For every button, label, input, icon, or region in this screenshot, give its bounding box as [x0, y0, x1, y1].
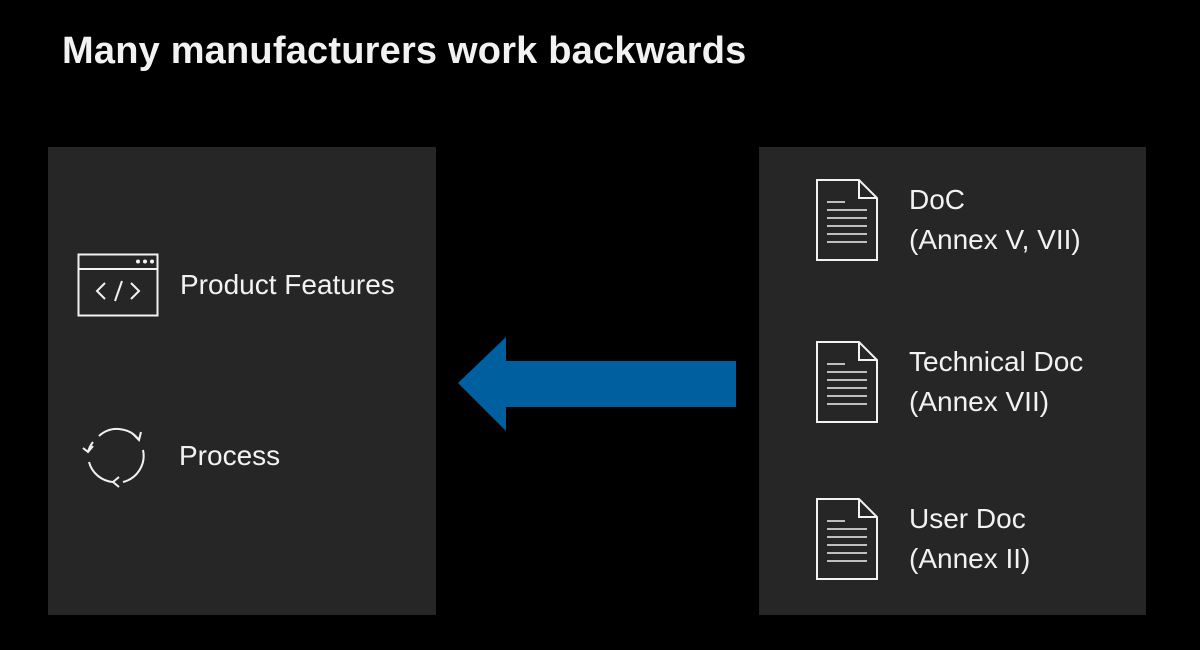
- document-icon: [816, 498, 878, 580]
- user-doc-label: User Doc (Annex II): [909, 499, 1030, 579]
- left-arrow-icon: [458, 337, 736, 431]
- product-features-item: Product Features: [77, 253, 395, 317]
- document-icon: [816, 341, 878, 423]
- doc-item-technical: Technical Doc (Annex VII): [815, 340, 1083, 424]
- technical-doc-label: Technical Doc (Annex VII): [909, 342, 1083, 422]
- cycle-arrows-icon: [82, 427, 145, 488]
- right-panel: DoC (Annex V, VII) Technical Doc (Annex …: [759, 147, 1146, 615]
- slide-title: Many manufacturers work backwards: [62, 30, 747, 72]
- document-icon: [816, 179, 878, 261]
- user-doc-title: User Doc: [909, 503, 1026, 534]
- code-window-icon: [77, 253, 159, 317]
- doc-label: DoC (Annex V, VII): [909, 180, 1081, 260]
- left-panel: Product Features Process: [48, 147, 436, 615]
- doc-annex: (Annex V, VII): [909, 224, 1081, 255]
- process-item: Process: [79, 422, 280, 490]
- technical-doc-annex: (Annex VII): [909, 386, 1050, 417]
- doc-title: DoC: [909, 184, 966, 215]
- doc-item-user: User Doc (Annex II): [815, 497, 1030, 581]
- user-doc-annex: (Annex II): [909, 543, 1031, 574]
- process-label: Process: [179, 440, 281, 471]
- product-features-label: Product Features: [180, 269, 395, 300]
- doc-item-doc: DoC (Annex V, VII): [815, 178, 1081, 262]
- technical-doc-title: Technical Doc: [909, 346, 1084, 377]
